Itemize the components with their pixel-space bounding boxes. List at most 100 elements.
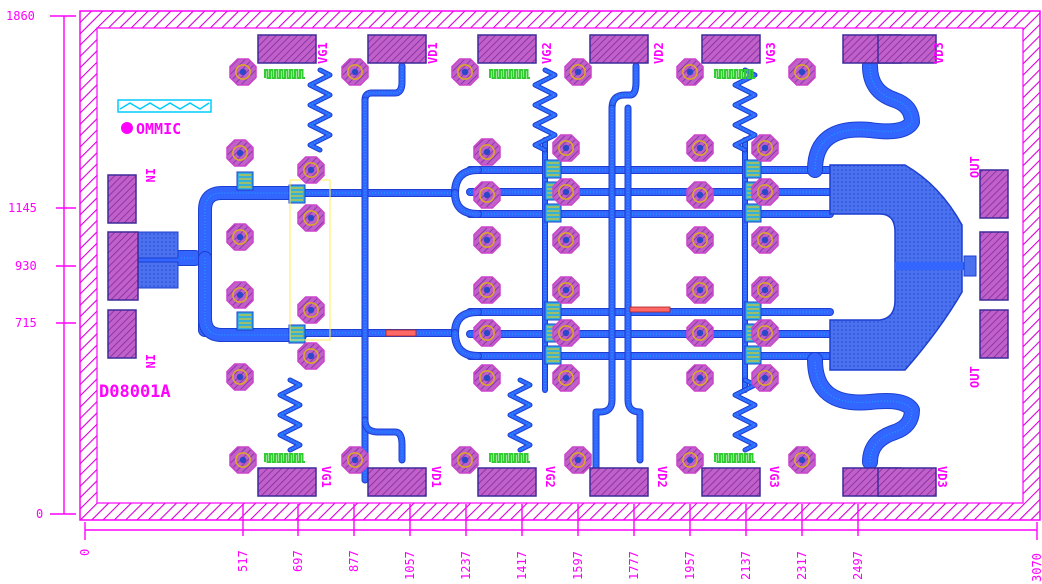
x-tick-label: 2137	[739, 551, 753, 580]
vg3-bottom-meander-edge	[733, 379, 757, 451]
via-core	[574, 68, 582, 76]
via-ring	[692, 325, 708, 341]
y-tick-label: 1145	[8, 201, 37, 215]
transistor-cell	[288, 324, 306, 344]
via-core	[461, 68, 469, 76]
via-ring	[457, 64, 473, 80]
via-ring	[692, 282, 708, 298]
via-core	[761, 236, 769, 244]
resistor-meander	[264, 69, 305, 79]
vg3-top-meander-core	[733, 68, 757, 152]
y-tick-label: 0	[36, 507, 43, 521]
via-core	[761, 286, 769, 294]
transistor-cells	[236, 159, 762, 365]
via-ring	[682, 452, 698, 468]
via-ring	[692, 140, 708, 156]
via-core	[239, 456, 247, 464]
via-ring	[558, 184, 574, 200]
via-core	[236, 291, 244, 299]
via-core	[562, 374, 570, 382]
x-tick-label: 3070	[1030, 553, 1042, 582]
via-core	[483, 374, 491, 382]
via-core	[696, 236, 704, 244]
transistor-cell	[544, 159, 562, 179]
via-core	[562, 286, 570, 294]
transistor-cell	[544, 203, 562, 223]
via-ring	[570, 452, 586, 468]
bond-pad-right-0	[979, 169, 1009, 219]
resistor-meander	[264, 453, 305, 463]
transistor-cell	[744, 159, 762, 179]
side-pad-labels: IN IN OUT OUT	[143, 156, 982, 388]
bond-pad-top-1	[367, 34, 427, 64]
via-ring	[757, 370, 773, 386]
via-core	[761, 144, 769, 152]
pad-label-top-vd3: VD3	[932, 42, 946, 64]
x-axis	[84, 504, 1038, 540]
via-core	[686, 456, 694, 464]
via-ring	[558, 282, 574, 298]
via-core	[798, 456, 806, 464]
vd2-spine-core	[593, 105, 615, 483]
via-ring	[347, 452, 363, 468]
vd1-bottom-feed-edge	[364, 419, 403, 460]
via-core	[696, 191, 704, 199]
via-core	[236, 373, 244, 381]
bond-pad-top-4	[701, 34, 761, 64]
pad-label-in-lower: IN	[143, 354, 157, 368]
via-core	[461, 456, 469, 464]
via-core	[686, 68, 694, 76]
via-ring	[757, 232, 773, 248]
via-core	[483, 191, 491, 199]
x-tick-label: 1597	[571, 551, 585, 580]
via-ring	[757, 282, 773, 298]
via-ring	[479, 187, 495, 203]
pad-label-bottom-vd3: VD3	[935, 466, 949, 488]
x-tick-label: 517	[236, 550, 250, 572]
logo-text: OMMIC	[136, 120, 181, 138]
pad-label-in-upper: IN	[143, 168, 157, 182]
pad-label-top-vd2: VD2	[652, 42, 666, 64]
pad-label-bottom-vg3: VG3	[767, 466, 781, 488]
via-ring	[232, 287, 248, 303]
via-core	[483, 236, 491, 244]
via-ring	[479, 325, 495, 341]
ommic-logo: OMMIC	[117, 99, 212, 138]
via-ring	[757, 325, 773, 341]
interconnect-traces	[137, 58, 920, 484]
series-resistor-2	[629, 306, 671, 313]
x-tick-label: 2497	[851, 551, 865, 580]
vg2-top-meander-core	[533, 68, 557, 152]
via-core	[483, 329, 491, 337]
via-ring	[570, 64, 586, 80]
series-resistor	[385, 329, 417, 337]
stage-bend-2-edge	[454, 192, 479, 215]
via-ring	[794, 452, 810, 468]
bond-pad-right-2	[979, 309, 1009, 359]
bond-pad-left-1	[107, 231, 139, 301]
via-ring	[232, 369, 248, 385]
y-axis-labels: 1860 1145 930 715 0	[6, 9, 43, 521]
via-ring	[232, 229, 248, 245]
pad-label-top-vg3: VG3	[764, 42, 778, 64]
via-ring	[235, 64, 251, 80]
via-core	[307, 306, 315, 314]
transistor-cell	[744, 345, 762, 365]
pad-label-top-vg2: VG2	[540, 42, 554, 64]
via-ring	[692, 232, 708, 248]
via-core	[696, 144, 704, 152]
via-ring	[479, 282, 495, 298]
via-ring	[794, 64, 810, 80]
pad-label-bottom-vg2: VG2	[543, 466, 557, 488]
resistor-meander	[714, 453, 755, 463]
via-ring	[692, 370, 708, 386]
vg1-bottom-meander-edge	[278, 379, 302, 451]
via-core	[351, 456, 359, 464]
bond-pad-bottom-1	[367, 467, 427, 497]
pad-label-bottom-vd2: VD2	[655, 466, 669, 488]
vd1-top-feed-edge	[364, 66, 403, 101]
via-ring	[457, 452, 473, 468]
bond-pad-top-2	[477, 34, 537, 64]
via-core	[562, 236, 570, 244]
via-ring	[303, 302, 319, 318]
